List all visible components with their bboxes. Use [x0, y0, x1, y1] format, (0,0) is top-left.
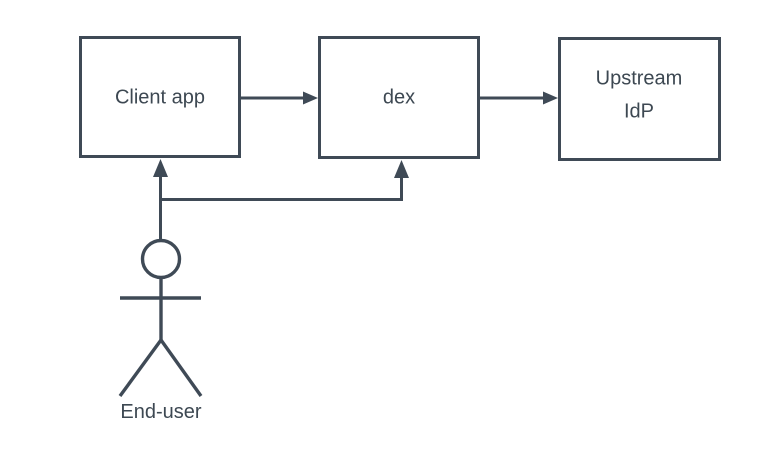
node-upstream-idp[interactable]: Upstream IdP [558, 37, 721, 161]
actor-end-user-label: End-user [120, 401, 201, 423]
edge-client-app-to-dex [241, 91, 318, 105]
arrowhead-icon [394, 160, 409, 178]
node-dex[interactable]: dex [318, 36, 480, 159]
arrowhead-icon [543, 91, 558, 105]
edge-end-user-to-client-app [153, 159, 168, 240]
actor-head-icon [140, 238, 182, 280]
actor-end-user[interactable]: End-user [118, 238, 203, 424]
node-client-app-box[interactable] [79, 36, 241, 158]
node-client-app[interactable]: Client app [79, 36, 241, 158]
node-dex-label: dex [383, 86, 415, 108]
arrowhead-icon [303, 91, 318, 105]
node-upstream-idp-label-line2: IdP [624, 100, 654, 122]
edge-end-user-to-dex [160, 160, 409, 201]
node-upstream-idp-label-line1: Upstream [596, 67, 683, 89]
node-client-app-label: Client app [115, 86, 205, 108]
actor-right-leg-line [159, 339, 203, 397]
actor-left-leg-line [118, 338, 163, 398]
edge-end-user-to-dex-line [160, 172, 403, 201]
edge-dex-to-upstream-idp [480, 91, 558, 105]
node-dex-box[interactable] [318, 36, 480, 159]
node-upstream-idp-box[interactable] [558, 37, 721, 161]
arrowhead-icon [153, 159, 168, 177]
